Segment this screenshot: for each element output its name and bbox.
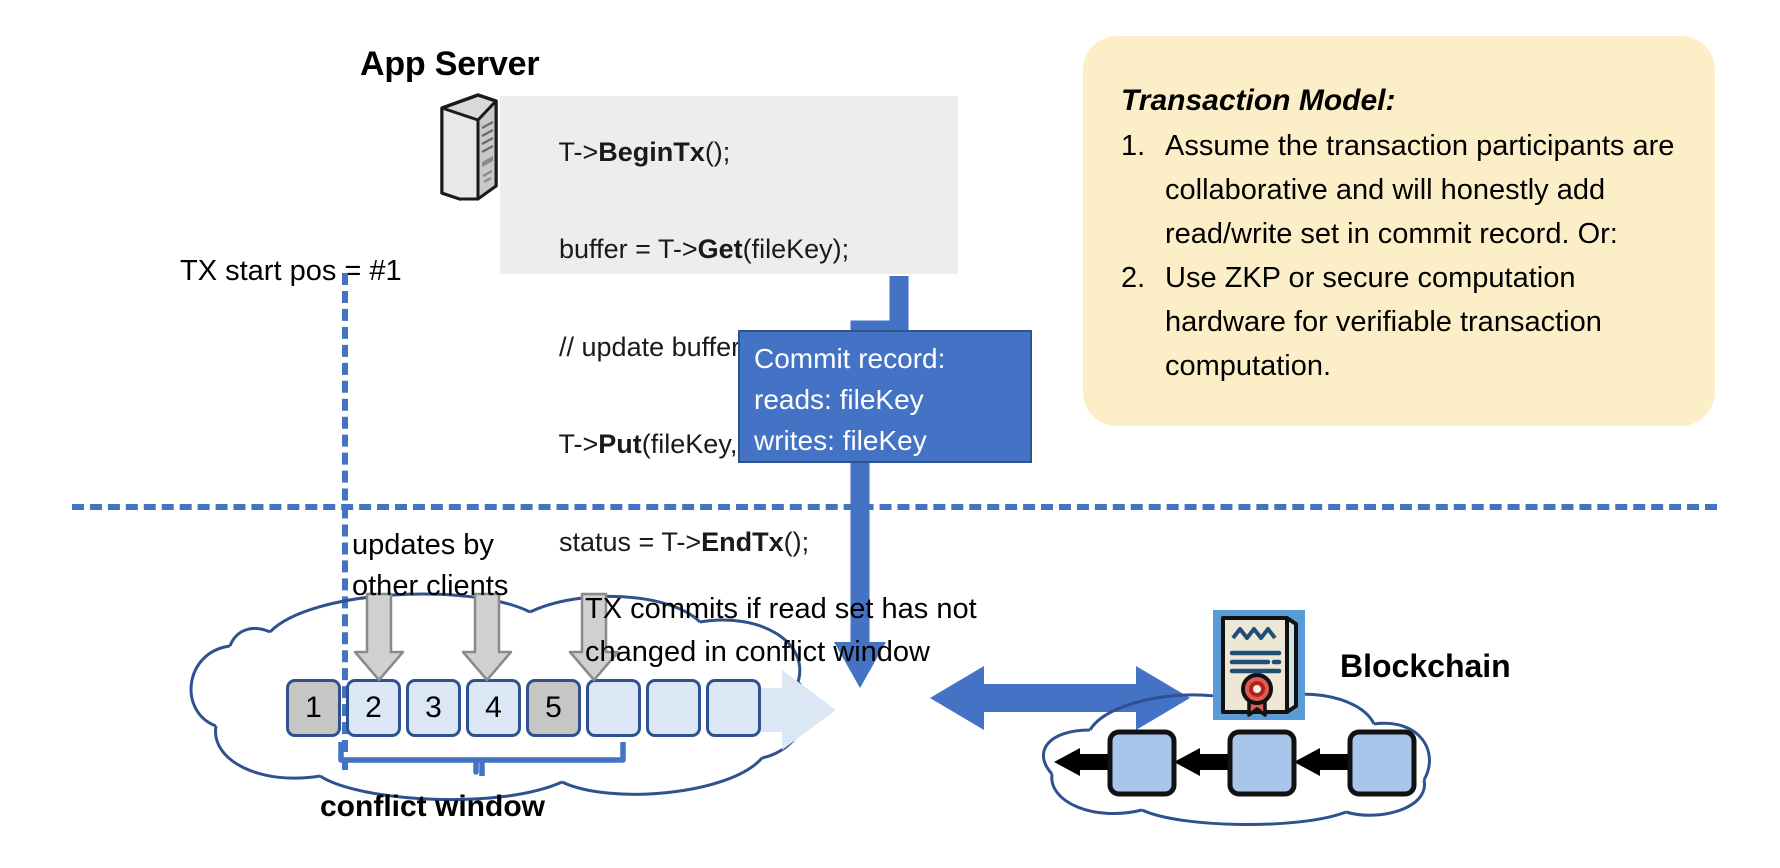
tx-start-dashed-line	[342, 273, 348, 770]
chain-link-arrow-icon	[1294, 748, 1352, 776]
log-cloud-shape	[189, 592, 809, 802]
transaction-model-item: 1. Assume the transaction participants a…	[1121, 124, 1685, 256]
blockchain-linked-blocks	[1054, 729, 1417, 797]
code-seg-bold: BeginTx	[598, 136, 705, 167]
code-seg-bold: EndTx	[701, 526, 784, 557]
updates-label-line1: updates by	[352, 529, 494, 561]
transaction-model-callout: Transaction Model: 1. Assume the transac…	[1083, 36, 1715, 426]
updates-by-other-clients-label: updates by other clients	[352, 525, 508, 607]
code-seg-bold: Put	[598, 429, 642, 459]
conflict-window-label: conflict window	[320, 790, 545, 823]
code-line: // update buffer;	[514, 298, 958, 396]
blockchain-label: Blockchain	[1340, 648, 1511, 684]
tx-commits-condition-label: TX commits if read set has not changed i…	[585, 588, 977, 674]
log-cell[interactable]: 1	[286, 679, 341, 737]
code-seg-post: ();	[783, 526, 810, 557]
code-line: status = T->EndTx();	[514, 493, 958, 591]
code-seg-pre: T->	[558, 429, 599, 459]
log-cell[interactable]	[586, 679, 641, 737]
log-cell[interactable]	[706, 679, 761, 737]
list-text: Assume the transaction participants are …	[1165, 130, 1675, 250]
app-server-title: App Server	[360, 45, 540, 83]
transaction-model-item: 2. Use ZKP or secure computation hardwar…	[1121, 256, 1685, 388]
chain-block	[1347, 729, 1417, 797]
code-seg-pre: T->	[558, 136, 599, 167]
chain-block	[1107, 729, 1177, 797]
commit-record-reads: reads: fileKey	[754, 384, 924, 415]
tx-start-pos-label: TX start pos = #1	[180, 255, 402, 287]
code-line: T->BeginTx();	[514, 103, 958, 201]
commit-record-box: Commit record: reads: fileKey writes: fi…	[738, 330, 1032, 463]
update-arrow-icon	[568, 592, 620, 682]
code-seg-bold: Get	[697, 234, 743, 264]
list-text: Use ZKP or secure computation hardware f…	[1165, 262, 1602, 382]
update-arrow-icon	[353, 592, 405, 682]
conflict-window-bracket	[338, 742, 626, 776]
commit-record-writes: writes: fileKey	[754, 425, 927, 456]
transaction-code-block: T->BeginTx(); buffer = T->Get(fileKey); …	[500, 96, 958, 557]
chain-link-arrow-icon	[1174, 748, 1232, 776]
code-seg-pre: // update buffer;	[559, 331, 748, 362]
log-cell[interactable]: 5	[526, 679, 581, 737]
code-seg-pre: buffer = T->	[559, 234, 698, 264]
updates-label-line2: other clients	[352, 570, 509, 602]
layer-divider-dashed-line	[72, 504, 1717, 510]
code-seg-post: (fileKey);	[742, 234, 850, 264]
log-cell-strip: 1 2 3 4 5	[286, 679, 766, 737]
list-number: 1.	[1121, 130, 1146, 162]
chain-block	[1227, 729, 1297, 797]
commits-label-line2: changed in conflict window	[585, 636, 930, 668]
update-arrow-icon	[461, 592, 513, 682]
chain-link-arrow-icon	[1054, 748, 1112, 776]
commits-label-line1: TX commits if read set has not	[585, 593, 977, 625]
other-client-update-arrows	[353, 592, 620, 682]
code-line: buffer = T->Get(fileKey);	[514, 201, 958, 299]
certificate-seal-icon	[1213, 610, 1305, 720]
log-cell[interactable]: 4	[466, 679, 521, 737]
code-seg-post: ();	[704, 136, 731, 167]
list-number: 2.	[1121, 262, 1146, 294]
log-cell[interactable]	[646, 679, 701, 737]
sync-double-arrow	[930, 666, 1190, 730]
server-tower-icon	[438, 92, 500, 202]
commit-record-title: Commit record:	[754, 343, 946, 374]
code-seg-pre: status = T->	[559, 526, 702, 557]
log-cell[interactable]: 3	[406, 679, 461, 737]
transaction-model-title: Transaction Model:	[1121, 84, 1396, 117]
log-cell[interactable]: 2	[346, 679, 401, 737]
